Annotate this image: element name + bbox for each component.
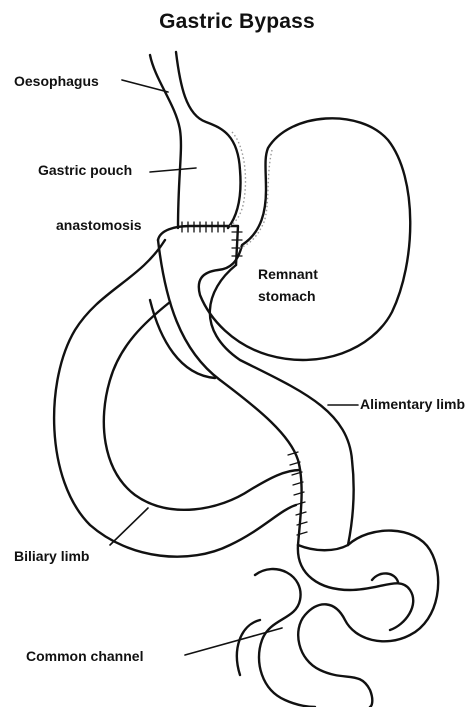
anastomosis-cap [158, 226, 238, 265]
label-remnant-stomach-line2: stomach [258, 288, 316, 304]
label-common-channel: Common channel [26, 648, 143, 664]
jejunal-anastomosis-staples [288, 452, 307, 535]
common-channel-loop-1 [298, 545, 413, 630]
pouch-staple-dots [230, 132, 246, 226]
common-channel-loop-4 [237, 620, 260, 675]
remnant-staple-dots [240, 150, 272, 248]
common-channel-loop-2 [298, 531, 438, 707]
alimentary-limb-left-wall [158, 240, 302, 545]
label-gastric-pouch: Gastric pouch [38, 162, 132, 178]
common-channel-loop-5 [372, 573, 398, 582]
label-biliary-limb: Biliary limb [14, 548, 89, 564]
leader-biliary-limb [110, 508, 148, 545]
common-channel-loop-3 [255, 569, 315, 707]
remnant-stomach-outline [199, 118, 410, 360]
label-alimentary-limb: Alimentary limb [360, 396, 465, 412]
biliary-limb-inner [104, 302, 300, 510]
oesophagus-right-wall [176, 52, 241, 228]
label-anastomosis: anastomosis [56, 217, 142, 233]
alimentary-limb-end [298, 545, 348, 550]
label-leader-lines [110, 80, 358, 655]
leader-common-channel [185, 628, 282, 655]
label-remnant-stomach-line1: Remnant [258, 266, 318, 282]
oesophagus-left-wall [150, 55, 181, 228]
leader-gastric-pouch [150, 168, 196, 172]
label-oesophagus: Oesophagus [14, 73, 99, 89]
